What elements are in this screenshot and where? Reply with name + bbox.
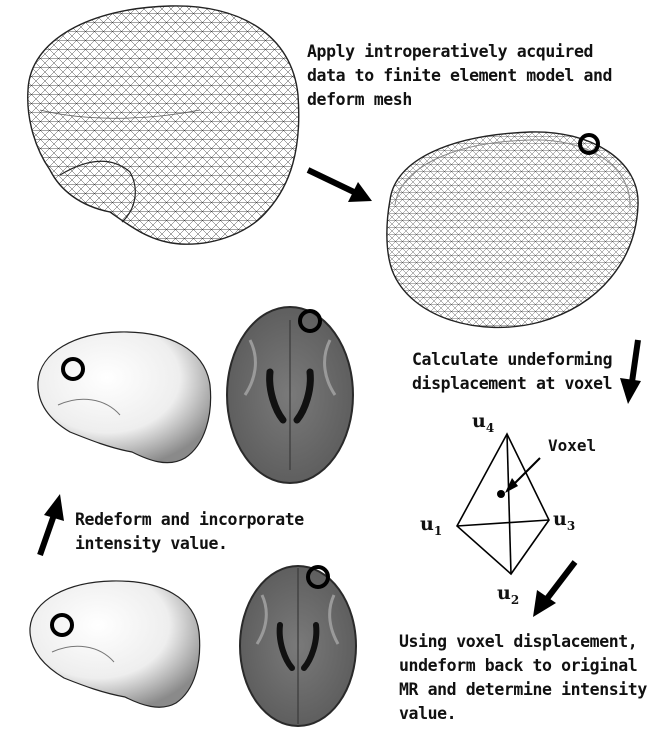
vertex-label-u3: u3 <box>553 508 575 533</box>
caption-step-redeform: Redeform and incorporate intensity value… <box>75 508 304 556</box>
mri-slice-bottom <box>240 566 356 726</box>
caption-step-undeform-back: Using voxel displacement, undeform back … <box>399 630 647 726</box>
arrow-redeform <box>40 494 64 555</box>
vertex-label-u1: u1 <box>420 513 442 538</box>
caption-step-undeform-displacement: Calculate undeforming displacement at vo… <box>412 348 612 396</box>
arrow-to-deformed-mesh <box>308 170 372 202</box>
tetrahedron <box>457 434 549 574</box>
rendered-brain-bottom <box>30 581 200 707</box>
caption-step-deform: Apply introperatively acquired data to f… <box>307 40 612 112</box>
arrow-to-original-mr <box>533 562 575 617</box>
arrow-to-tetrahedron <box>620 340 641 404</box>
vertex-label-u4: u4 <box>472 410 494 435</box>
rendered-brain-middle <box>38 332 211 463</box>
voxel-point <box>497 490 505 498</box>
mri-slice-middle <box>227 307 353 483</box>
voxel-label: Voxel <box>548 436 596 455</box>
fem-brain-mesh <box>28 6 299 244</box>
deformed-mesh <box>387 132 638 328</box>
vertex-label-u2: u2 <box>497 582 519 607</box>
